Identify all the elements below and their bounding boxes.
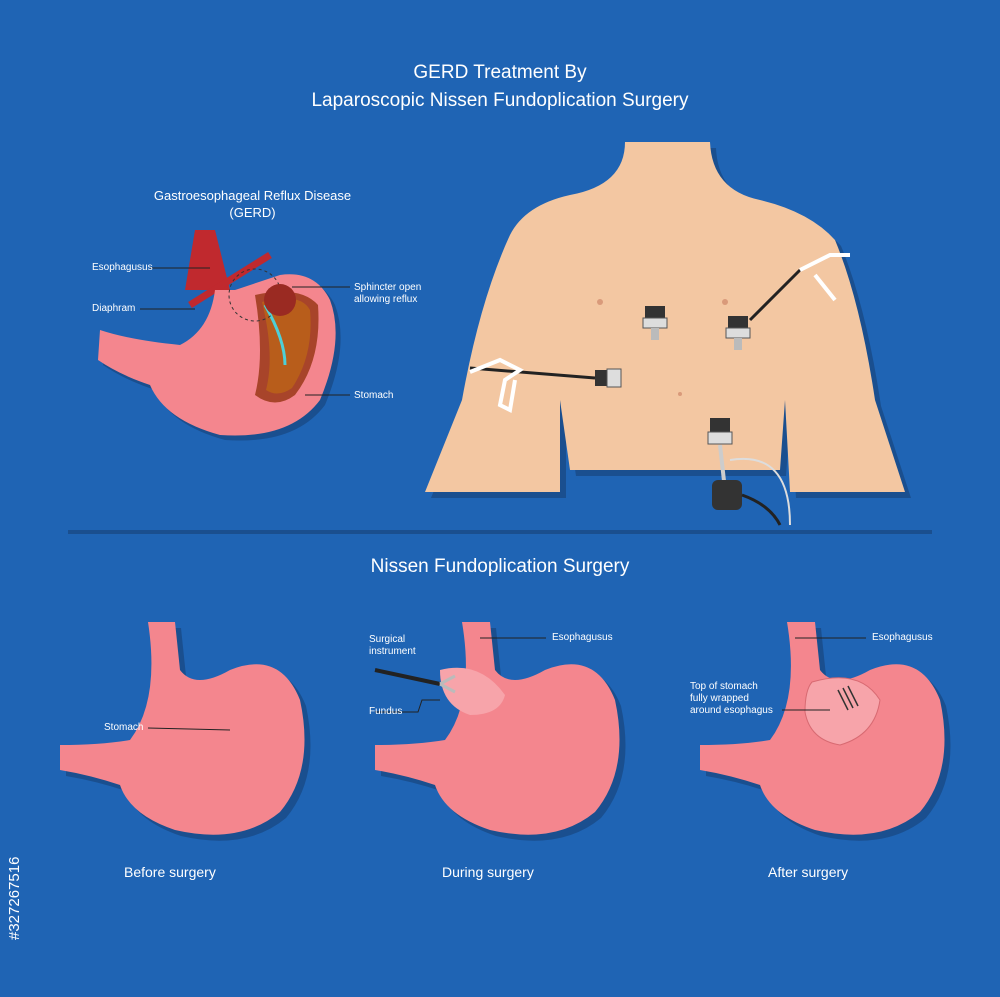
before-label-stomach: Stomach (104, 722, 144, 733)
stomach-after (700, 622, 951, 841)
stock-id-wrapper: #327267516 (2, 857, 26, 997)
label-esophagus: Esophagusus (92, 262, 153, 273)
before-caption: Before surgery (124, 864, 216, 880)
title-line-1: GERD Treatment By (413, 62, 587, 83)
label-diaphragm: Diaphram (92, 303, 136, 314)
section-title: Nissen Fundoplication Surgery (370, 556, 630, 577)
during-label-esophagus: Esophagusus (552, 632, 613, 643)
gerd-heading-line-1: Gastroesophageal Reflux Disease (153, 188, 352, 203)
stomach-during (374, 622, 626, 841)
during-label-instrument-1: Surgical (369, 634, 406, 645)
during-caption: During surgery (442, 864, 534, 880)
stomach-before (60, 622, 311, 841)
gerd-stomach-illustration (98, 230, 341, 441)
torso-illustration (425, 142, 911, 498)
trocar-ports (469, 253, 850, 526)
label-sphincter-line-1: Sphincter open (354, 282, 422, 293)
stock-id: #327267516 (6, 856, 23, 940)
after-label-esophagus: Esophagusus (872, 632, 933, 643)
label-sphincter-line-2: allowing reflux (354, 294, 418, 305)
label-stomach: Stomach (354, 390, 394, 401)
after-label-wrap-2: fully wrapped (690, 693, 749, 704)
after-caption: After surgery (768, 864, 849, 880)
after-label-wrap-3: around esophagus (690, 705, 773, 716)
gerd-heading-line-2: (GERD) (229, 205, 276, 220)
during-label-instrument-2: instrument (369, 646, 416, 657)
during-label-fundus: Fundus (369, 706, 403, 717)
illustration-canvas (60, 142, 951, 841)
leader-lines (140, 267, 866, 731)
title-line-2: Laparoscopic Nissen Fundoplication Surge… (311, 90, 689, 111)
after-label-wrap-1: Top of stomach (690, 681, 758, 692)
